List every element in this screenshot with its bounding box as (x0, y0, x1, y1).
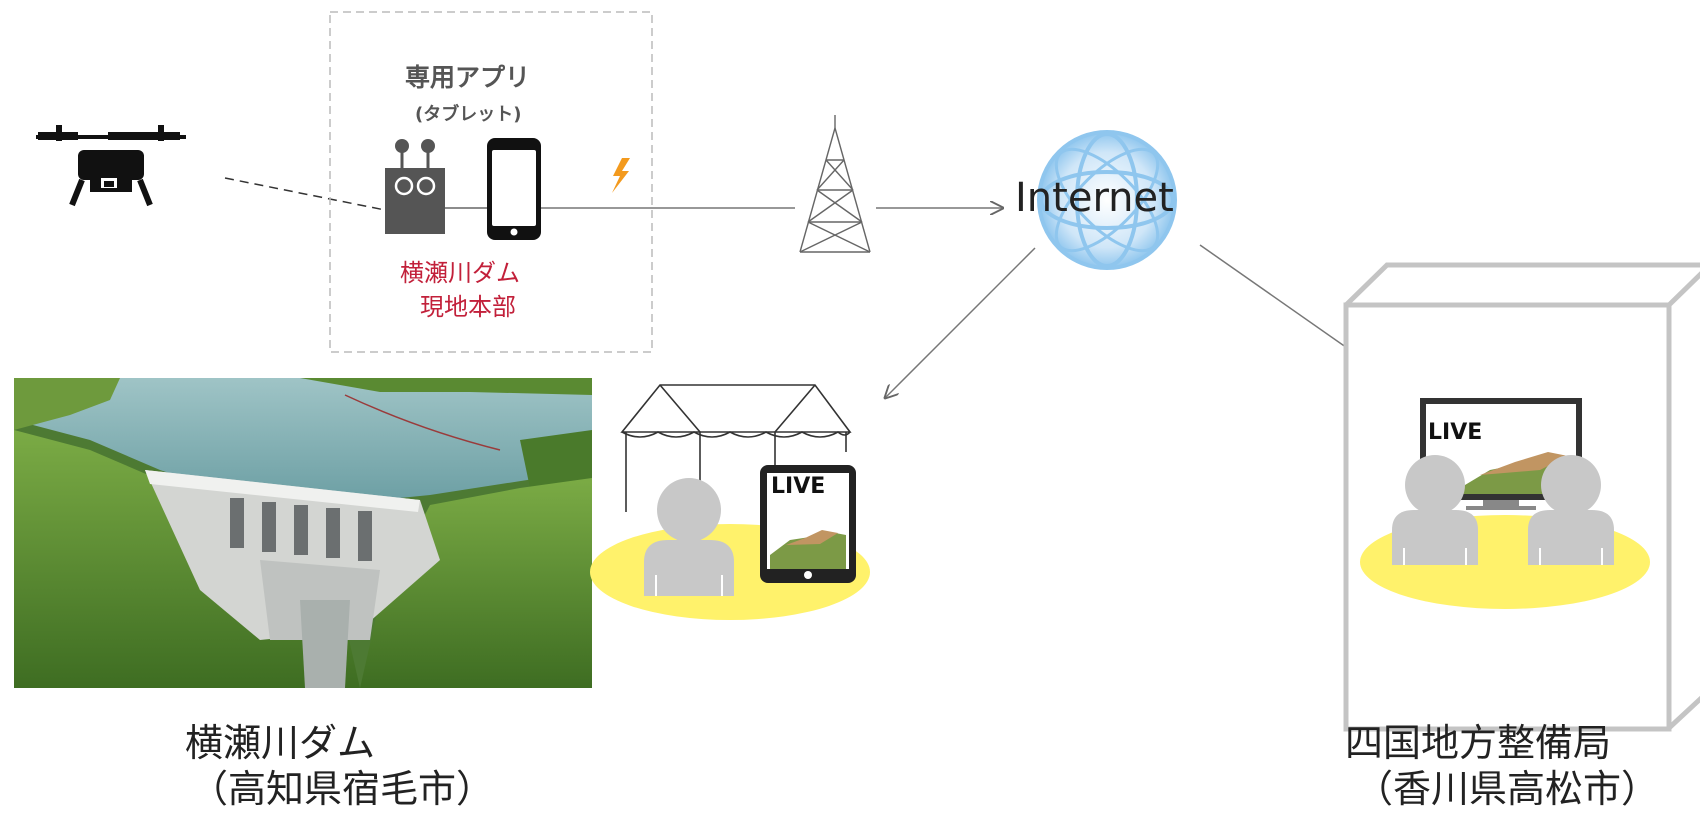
hq-label-line1: 横瀬川ダム (400, 259, 520, 287)
dam-photo (14, 378, 592, 688)
office-caption-line2: （香川県高松市） (1355, 767, 1660, 811)
app-subtitle: (タブレット) (415, 104, 522, 125)
tablet-live-icon (760, 465, 856, 583)
drone-icon (36, 125, 186, 207)
person-icon-site (644, 478, 734, 596)
controller-icon (385, 139, 445, 234)
person-icon-office-left (1392, 455, 1478, 565)
person-icon-office-right (1528, 455, 1614, 565)
office-caption-line1: 四国地方整備局 (1345, 721, 1612, 765)
tablet-phone-icon (487, 138, 541, 240)
hq-box (329, 11, 653, 353)
globe-icon (1037, 130, 1177, 270)
app-title: 専用アプリ (405, 63, 531, 92)
dam-caption-line1: 横瀬川ダム (185, 721, 376, 765)
hq-label-line2: 現地本部 (420, 293, 516, 321)
dam-caption-line2: （高知県宿毛市） (190, 767, 495, 811)
internet-label: Internet (1015, 175, 1174, 221)
live-label-tablet: LIVE (771, 474, 826, 499)
wireless-link-line (224, 177, 386, 211)
arrow-to-site (885, 247, 1036, 398)
cell-tower-icon (799, 115, 871, 253)
lightning-icon (612, 158, 630, 193)
live-label-tv: LIVE (1428, 420, 1483, 445)
